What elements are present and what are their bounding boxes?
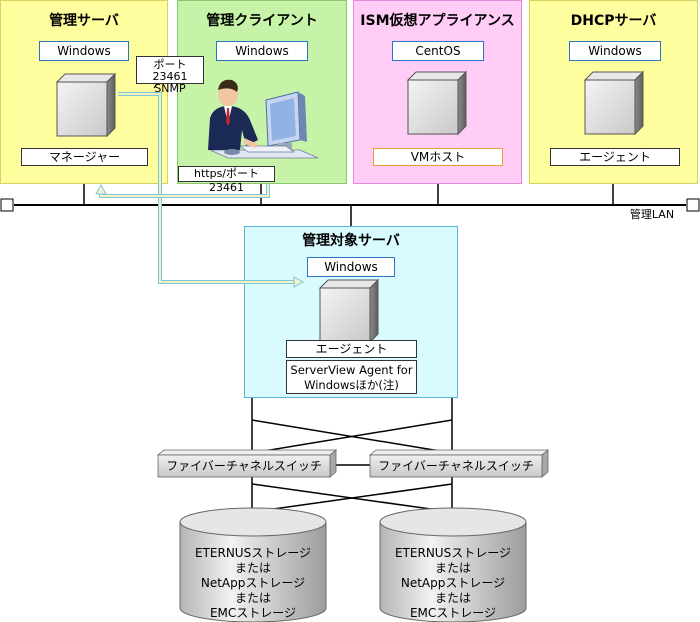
storage-left-label: ETERNUSストレージ または NetAppストレージ または EMCストレー… (180, 546, 326, 621)
vm-host-label: VMホスト (373, 148, 503, 166)
fc-switch-right-label: ファイバーチャネルスイッチ (378, 459, 534, 473)
snmp-arrow (118, 92, 305, 288)
port-snmp-line2: SNMP (154, 82, 186, 95)
storage-right-line3: NetAppストレージ (400, 576, 506, 590)
https-port-callout: https/ポート23461 (178, 166, 275, 194)
storage-right-label: ETERNUSストレージ または NetAppストレージ または EMCストレー… (380, 546, 526, 621)
storage-left-line4: または (234, 591, 271, 605)
mgmt-client-title: 管理クライアント (206, 13, 318, 29)
dhcp-os-label: Windows (569, 41, 661, 61)
storage-right-line2: または (434, 561, 471, 575)
dhcp-agent-label: エージェント (550, 148, 680, 166)
server-icon-dhcp (583, 70, 645, 136)
storage-right-line4: または (434, 591, 471, 605)
storage-left-line3: NetAppストレージ (200, 576, 306, 590)
fc-switch-left-label: ファイバーチャネルスイッチ (166, 459, 322, 473)
storage-right-line5: EMCストレージ (409, 606, 497, 620)
server-icon-mgmt (55, 72, 117, 138)
fc-switch-right (368, 449, 550, 478)
person-at-computer-icon (208, 79, 319, 159)
mgmt-client-os-label: Windows (216, 41, 308, 61)
fc-cabling (251, 398, 453, 513)
https-arrow (95, 183, 270, 198)
storage-left-line2: または (234, 561, 271, 575)
dhcp-server-title: DHCPサーバ (570, 13, 657, 29)
lan-terminator-left (0, 198, 14, 212)
ism-os-label: CentOS (392, 41, 484, 61)
serverview-line1: ServerView Agent for (290, 363, 413, 377)
storage-right-line1: ETERNUSストレージ (395, 546, 511, 560)
storage-cylinder-left (179, 507, 327, 622)
lan-terminator-right (686, 198, 700, 212)
port-snmp-line1: ポート23461 (152, 58, 188, 83)
mgmt-server-title: 管理サーバ (49, 13, 119, 29)
manager-label: マネージャー (21, 148, 148, 166)
server-icon-target (318, 278, 380, 344)
target-os-label: Windows (307, 257, 395, 277)
ism-appliance-title: ISM仮想アプライアンス (360, 13, 515, 29)
storage-left-line5: EMCストレージ (209, 606, 297, 620)
storage-left-line1: ETERNUSストレージ (195, 546, 311, 560)
serverview-agent-label: ServerView Agent for Windowsほか(注) (286, 360, 417, 394)
serverview-line2: Windowsほか(注) (304, 378, 399, 392)
port-snmp-callout: ポート23461 SNMP (136, 56, 204, 95)
mgmt-server-os-label: Windows (39, 41, 129, 61)
target-agent-label: エージェント (286, 340, 417, 358)
fc-switch-left (156, 449, 338, 478)
storage-cylinder-right (379, 507, 527, 622)
server-icon-ism (406, 70, 468, 136)
target-server-title: 管理対象サーバ (302, 233, 400, 249)
mgmt-lan-label: 管理LAN (629, 208, 675, 221)
